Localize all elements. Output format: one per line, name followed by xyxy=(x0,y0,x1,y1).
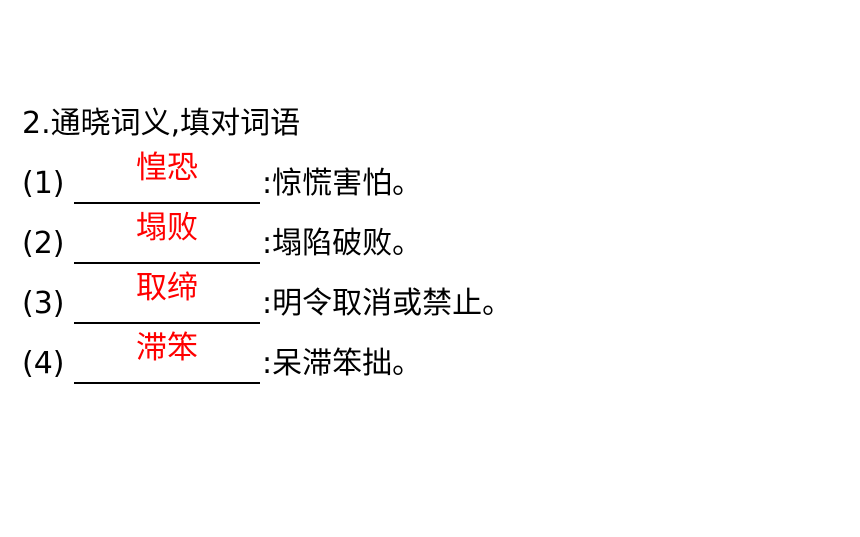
exercise-item-1: (1) 惶恐 :惊慌害怕。 xyxy=(22,150,842,206)
item-number: (2) xyxy=(22,226,65,261)
answer-text: 滞笨 xyxy=(136,330,198,366)
item-definition: :明令取消或禁止。 xyxy=(262,286,513,321)
answer-text: 取缔 xyxy=(136,270,198,306)
item-definition: :惊慌害怕。 xyxy=(262,166,423,201)
answer-blank: 滞笨 xyxy=(74,330,260,384)
exercise-item-3: (3) 取缔 :明令取消或禁止。 xyxy=(22,270,842,326)
answer-text: 惶恐 xyxy=(136,150,198,186)
answer-blank: 塌败 xyxy=(74,210,260,264)
answer-blank: 取缔 xyxy=(74,270,260,324)
item-definition: :呆滞笨拙。 xyxy=(262,346,423,381)
answer-blank: 惶恐 xyxy=(74,150,260,204)
exercise-item-4: (4) 滞笨 :呆滞笨拙。 xyxy=(22,330,842,386)
exercise-item-2: (2) 塌败 :塌陷破败。 xyxy=(22,210,842,266)
item-definition: :塌陷破败。 xyxy=(262,226,423,261)
item-number: (1) xyxy=(22,166,65,201)
item-number: (3) xyxy=(22,286,65,321)
exercise-heading: 2.通晓词义,填对词语 xyxy=(22,106,301,141)
item-number: (4) xyxy=(22,346,65,381)
answer-text: 塌败 xyxy=(136,210,198,246)
